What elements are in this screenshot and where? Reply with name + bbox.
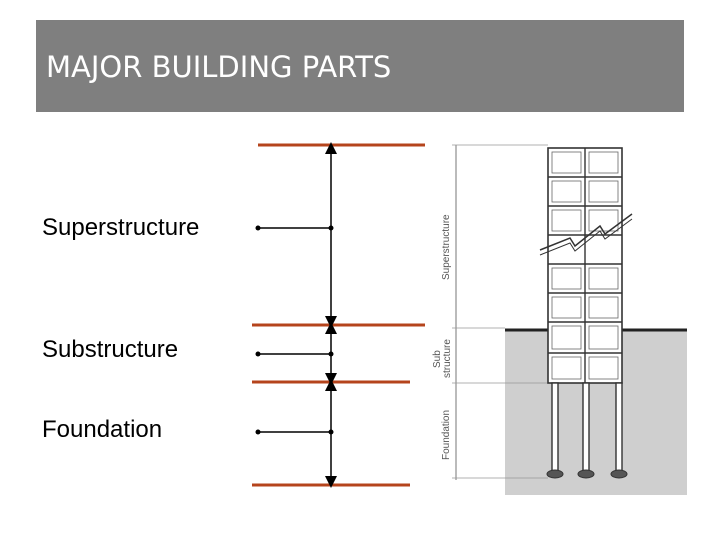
pointer-lines <box>255 225 334 435</box>
drawing-label-superstructure: Superstructure <box>441 214 452 280</box>
drawing-label-sub: Sub <box>432 350 443 368</box>
drawing-label-foundation: Foundation <box>441 410 452 460</box>
label-substructure: Substructure <box>42 336 179 363</box>
drawing-label-structure: structure <box>442 339 453 378</box>
page-title: MAJOR BUILDING PARTS <box>46 50 392 84</box>
label-foundation: Foundation <box>42 416 163 443</box>
label-superstructure: Superstructure <box>42 214 200 241</box>
pile-footings <box>546 469 628 479</box>
title-bar: MAJOR BUILDING PARTS <box>36 20 684 112</box>
level-lines <box>252 143 425 487</box>
break-line <box>539 213 633 251</box>
building-illustration: Superstructure Sub structure Foundation <box>432 144 687 495</box>
